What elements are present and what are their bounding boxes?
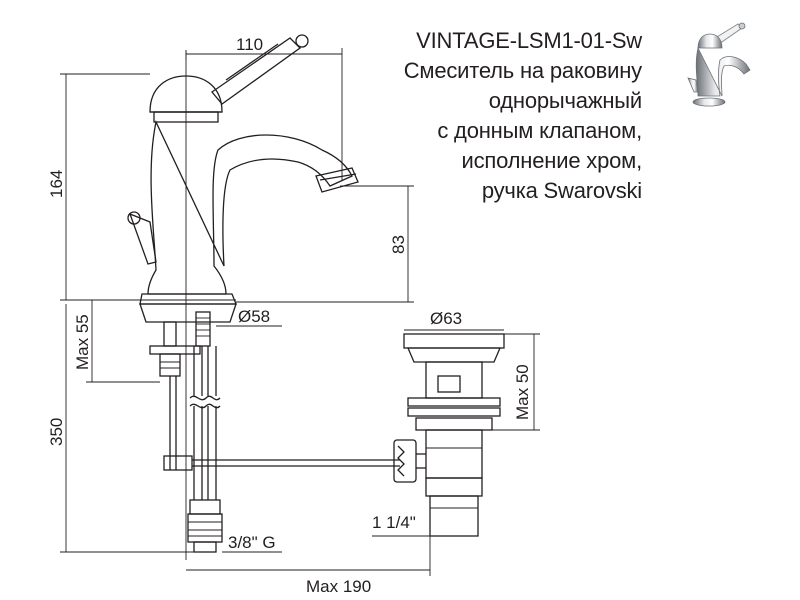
dim-total-height: 164 bbox=[47, 170, 66, 198]
dimension-lines bbox=[60, 48, 540, 576]
dim-drain-thread: 1 1/4" bbox=[372, 513, 416, 532]
product-model: VINTAGE-LSM1-01-Sw bbox=[416, 28, 642, 53]
description-line: Смеситель на раковину bbox=[403, 58, 642, 83]
drain-valve bbox=[393, 333, 505, 537]
description-line: однорычажный bbox=[488, 88, 642, 113]
dim-spout-height: 83 bbox=[389, 235, 408, 254]
faucet-photo-icon bbox=[687, 22, 751, 107]
faucet-body bbox=[127, 34, 359, 323]
dim-hose-length: 350 bbox=[47, 418, 66, 446]
description-line: исполнение хром, bbox=[461, 148, 643, 173]
description-line: с донным клапаном, bbox=[437, 118, 642, 143]
description-line: ручка Swarovski bbox=[481, 178, 642, 203]
dim-handle-reach: 110 bbox=[236, 35, 263, 54]
dim-drain-max-height: Max 50 bbox=[513, 364, 532, 420]
dim-base-diameter: Ø58 bbox=[238, 307, 270, 326]
dim-max-deck-thickness: Max 55 bbox=[73, 314, 92, 370]
dim-drain-diameter: Ø63 bbox=[430, 309, 462, 328]
product-description: VINTAGE-LSM1-01-Sw Смеситель на раковину… bbox=[404, 26, 642, 206]
dim-max-pull-rod: Max 190 bbox=[306, 577, 371, 596]
dim-inlet-thread: 3/8" G bbox=[228, 533, 276, 552]
mounting-hardware bbox=[149, 311, 400, 553]
